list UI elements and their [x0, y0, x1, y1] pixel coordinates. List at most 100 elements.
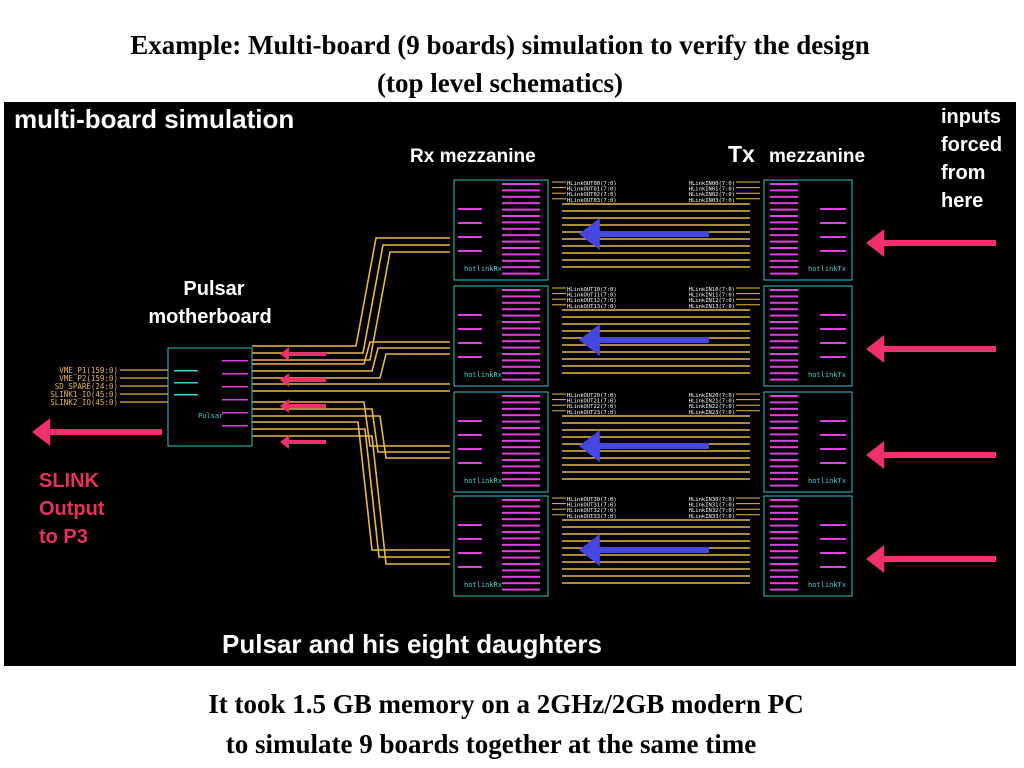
rx-pin-label: [502, 295, 540, 298]
tx-side-pin: [820, 524, 846, 526]
hlink-out-label: HLinkOUT32(7:0): [567, 508, 617, 514]
rx-mezzanine-label: Rx mezzanine: [410, 146, 536, 167]
hlink-in-label: HLinkIN10(7:0): [689, 287, 735, 293]
hlink-in-label: HLinkIN02(7:0): [689, 192, 735, 198]
pulsar-pin-label: [222, 399, 248, 401]
rx-pin-label: [502, 420, 540, 423]
rx-pin-label: [502, 183, 540, 185]
rx-pin-label: [502, 459, 540, 461]
hlink-out-label: HLinkOUT23(7:0): [567, 410, 617, 416]
tx-side-pin: [820, 236, 846, 238]
tx-pin-label: [770, 340, 798, 343]
red-input-arrow: [866, 229, 996, 257]
rx-pin-label: [502, 333, 540, 336]
rx-pin-label: [502, 314, 540, 317]
pulsar-pin-label: [222, 373, 248, 375]
tx-pin-label: [770, 575, 798, 578]
tx-pin-label: [770, 563, 798, 565]
pulsar-pin-label: [222, 386, 248, 388]
tx-pin-label: [770, 295, 798, 298]
pulsar-pin-label: [222, 425, 248, 427]
hlink-out-label: HLinkOUT12(7:0): [567, 298, 617, 304]
tx-pin-label: [770, 247, 798, 249]
tx-mezzanine-block: [763, 285, 853, 387]
red-mb-arrow: [280, 399, 326, 413]
hlink-out-label: HLinkOUT33(7:0): [567, 514, 617, 520]
tx-pin-label: [770, 407, 798, 410]
mb-bus-wire: [252, 347, 450, 372]
hlink-in-label: HLinkIN23(7:0): [689, 410, 735, 416]
tx-pin-label: [770, 272, 798, 275]
hlink-in-label: HLinkIN32(7:0): [689, 508, 735, 514]
hlink-in-label: HLinkIN31(7:0): [689, 503, 735, 509]
rx-pin-label: [502, 452, 540, 455]
rx-pin-label: [502, 301, 540, 304]
slink-label-1: SLINK: [39, 470, 100, 492]
rx-pin-label: [502, 550, 540, 553]
pulsar-input-label: VME_P2(159:0): [59, 374, 118, 383]
arrow-layer: [32, 218, 996, 573]
tx-pin-label: [770, 372, 798, 375]
tx-pin-label: [770, 259, 798, 262]
tx-side-pin: [820, 314, 846, 316]
rx-pin-label: [502, 202, 540, 205]
rx-pin-label: [502, 524, 540, 527]
rx-side-pin: [458, 250, 482, 252]
tx-pin-label: [770, 427, 798, 429]
mb-bus-wire: [252, 401, 450, 447]
tx-pin-label: [770, 234, 798, 237]
hlink-in-label: HLinkIN30(7:0): [689, 497, 735, 503]
schematic-heading: multi-board simulation: [14, 104, 294, 134]
rx-pin-label: [502, 588, 540, 591]
red-input-arrow: [866, 335, 996, 363]
pulsar-pin-label: [174, 394, 198, 396]
rx-pin-label: [502, 446, 540, 449]
rx-pin-label: [502, 543, 540, 546]
tx-side-pin: [820, 566, 846, 568]
slide-title: Example: Multi-board (9 boards) simulati…: [0, 26, 1000, 102]
rx-pin-label: [502, 505, 540, 508]
rx-pin-label: [502, 253, 540, 256]
pulsar-pin-label: [222, 360, 248, 362]
pulsar-input-label: SLINK1_IO(45:0): [50, 390, 118, 399]
blue-flow-arrow: [579, 324, 709, 356]
tx-side-pin: [820, 208, 846, 210]
tx-pin-label: [770, 471, 798, 474]
rx-side-pin: [458, 236, 482, 238]
slink-label-3: to P3: [39, 526, 88, 548]
hlink-in-label: HLinkIN00(7:0): [689, 181, 735, 187]
tx-pin-label: [770, 321, 798, 323]
rx-block-name: hotlinkRx: [464, 581, 502, 589]
tx-pin-label: [770, 183, 798, 185]
rx-pin-label: [502, 471, 540, 474]
hlink-out-label: HLinkOUT30(7:0): [567, 497, 617, 503]
rx-pin-label: [502, 484, 540, 487]
tx-pin-label: [770, 395, 798, 397]
tx-pin-label: [770, 202, 798, 205]
rx-pin-label: [502, 465, 540, 468]
caption-line-1: It took 1.5 GB memory on a 2GHz/2GB mode…: [208, 689, 804, 719]
tx-pin-label: [770, 439, 798, 442]
tx-pin-label: [770, 459, 798, 461]
rx-side-pin: [458, 208, 482, 210]
hlink-in-label: HLinkIN03(7:0): [689, 198, 735, 204]
tx-pin-label: [770, 452, 798, 455]
tx-pin-label: [770, 569, 798, 572]
rx-pin-label: [502, 359, 540, 362]
tx-pin-label: [770, 253, 798, 256]
schematic-background: [4, 102, 1016, 666]
rx-pin-label: [502, 414, 540, 417]
red-mb-arrow: [280, 373, 326, 387]
rx-block-name: hotlinkRx: [464, 477, 502, 485]
mb-bus-wire: [252, 435, 450, 565]
hlink-out-label: HLinkOUT00(7:0): [567, 181, 617, 187]
slide-title-line-1: Example: Multi-board (9 boards) simulati…: [130, 30, 870, 60]
hlink-out-label: HLinkOUT11(7:0): [567, 293, 617, 299]
tx-pin-label: [770, 289, 798, 291]
tx-pin-label: [770, 511, 798, 514]
rx-pin-label: [502, 346, 540, 349]
pulsar-input-label: VME_P1(159:0): [59, 366, 118, 375]
tx-label-big: Tx: [728, 141, 755, 167]
rx-pin-label: [502, 289, 540, 291]
